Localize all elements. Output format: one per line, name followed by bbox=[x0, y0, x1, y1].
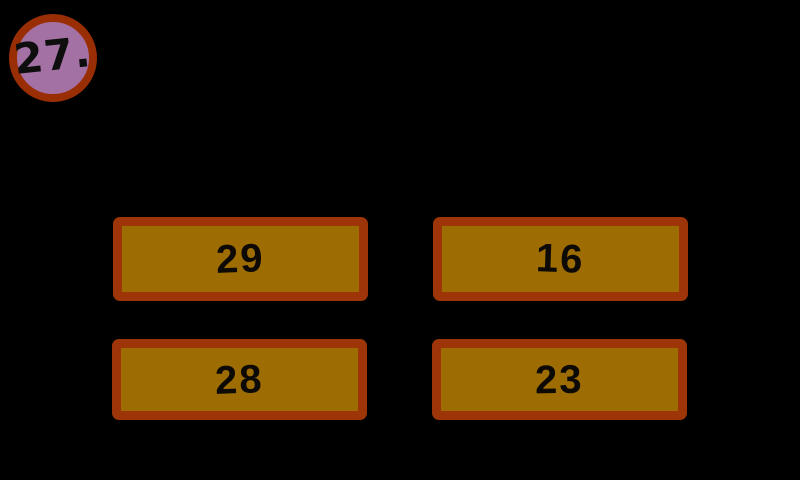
answer-button-1[interactable]: 29 bbox=[113, 217, 368, 301]
answer-label-2: 16 bbox=[535, 236, 586, 282]
answer-label-1: 29 bbox=[215, 236, 266, 282]
answer-label-4: 23 bbox=[534, 357, 585, 402]
answer-label-3: 28 bbox=[214, 356, 265, 403]
answer-button-3[interactable]: 28 bbox=[112, 339, 367, 420]
answer-button-4[interactable]: 23 bbox=[432, 339, 687, 420]
question-number-label: 27. bbox=[11, 27, 94, 84]
answer-button-2[interactable]: 16 bbox=[433, 217, 688, 301]
question-number-badge: 27. bbox=[9, 14, 97, 102]
